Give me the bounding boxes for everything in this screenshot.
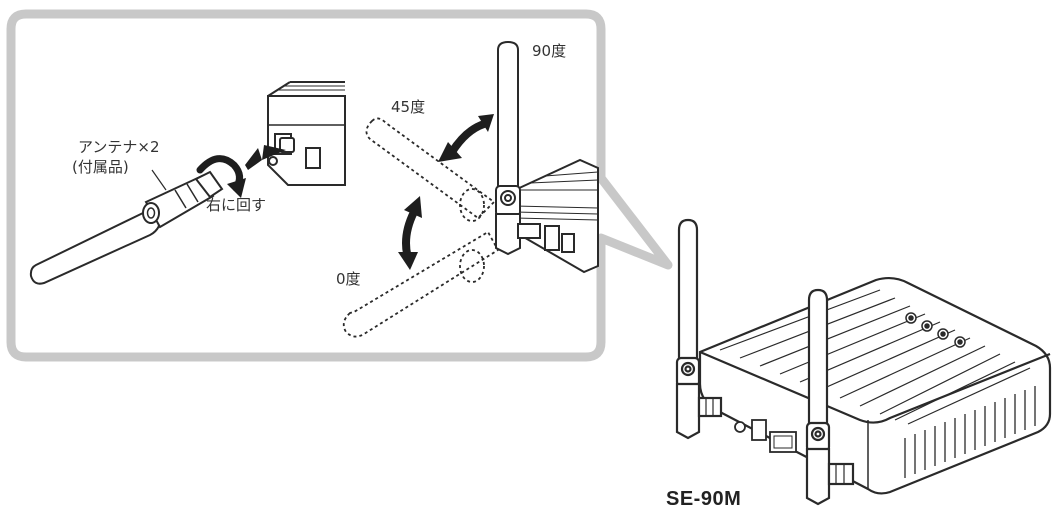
rotate-right-arrow [196,155,246,198]
antenna-connector-closeup [268,137,295,166]
router-antenna-left [675,218,723,440]
label-angle-90: 90度 [532,42,567,60]
antenna-45-degree [365,117,496,222]
antenna-leader-line [151,169,167,191]
label-angle-45: 45度 [391,98,426,116]
router-body [698,276,1052,495]
antenna-90-degree [495,40,541,256]
antenna-detached [29,170,224,285]
label-rotate-right: 右に回す [206,196,267,214]
angle-arrow-0-to-45 [398,196,422,270]
router-rear-ports [734,419,797,453]
label-accessory: (付属品) [72,158,129,176]
router-vents [904,386,1036,478]
insert-arrow [245,145,286,170]
label-angle-0: 0度 [336,270,361,288]
router-rear-closeup [267,81,346,186]
label-antenna: アンテナ×2 [78,138,160,156]
antenna-0-degree [342,230,500,338]
router-antenna-right [805,288,855,506]
model-name: SE-90M [666,488,742,510]
angle-arrow-45-to-90 [438,114,494,162]
router-side-closeup [514,158,599,274]
router-status-leds [905,312,966,348]
